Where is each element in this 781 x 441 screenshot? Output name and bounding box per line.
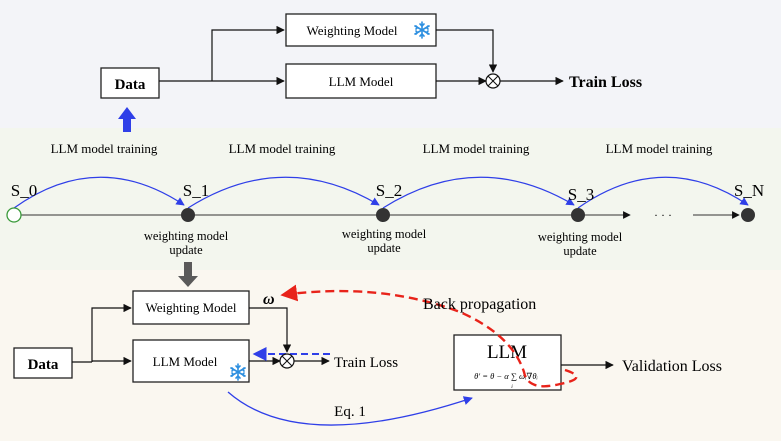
bottom-section: Data Weighting Model LLM Model ω Train L… — [13, 284, 722, 426]
state-node-0 — [6, 207, 22, 223]
state-label-n: S_N — [734, 181, 764, 200]
validation-loss-label: Validation Loss — [622, 358, 722, 375]
state-node-3 — [571, 208, 585, 222]
data-to-weighting-arrow — [211, 25, 285, 81]
training-arc-label-1: LLM model training — [51, 141, 158, 156]
eq1-arc — [227, 391, 473, 426]
top-weighting-model-label: Weighting Model — [306, 23, 397, 38]
training-arc-label-4: LLM model training — [606, 141, 713, 156]
llm-update-box — [453, 334, 562, 391]
top-weighting-model-box — [285, 13, 437, 47]
top-multiply-icon — [485, 73, 501, 89]
training-arc-1 — [13, 176, 185, 209]
state-label-1: S_1 — [183, 181, 209, 200]
bottom-llm-model-box — [132, 339, 250, 383]
top-train-loss-label: Train Loss — [569, 74, 642, 91]
eq1-label: Eq. 1 — [334, 404, 366, 420]
bottom-weighting-model-label: Weighting Model — [145, 300, 236, 315]
training-arc-4 — [577, 176, 749, 209]
state-label-2: S_2 — [376, 181, 402, 200]
bottom-weighting-model-box — [132, 290, 250, 325]
update-formula-index: i — [511, 384, 513, 390]
state-node-n — [741, 208, 755, 222]
timeline-ellipsis: · · · — [654, 208, 672, 222]
state-node-1 — [181, 208, 195, 222]
bottom-train-loss-label: Train Loss — [334, 355, 398, 371]
top-llm-model-label: LLM Model — [329, 74, 394, 89]
back-propagation-arrow — [280, 284, 578, 388]
omega-label: ω — [263, 291, 275, 308]
bottom-band — [0, 270, 781, 441]
top-data-label: Data — [115, 77, 146, 93]
update-label-1-line2: update — [169, 243, 203, 257]
update-formula: θ′ = θ − α ∑ ωᵢ∇θᵢ — [474, 371, 538, 381]
update-label-2-line2: update — [367, 241, 401, 255]
state-label-3: S_3 — [568, 185, 594, 204]
state-label-0: S_0 — [11, 181, 37, 200]
top-data-box — [100, 67, 160, 99]
training-arc-3 — [382, 176, 575, 209]
bottom-data-box — [13, 347, 73, 379]
llm-update-label: LLM — [487, 342, 527, 363]
training-arc-2 — [187, 176, 380, 209]
training-arc-label-3: LLM model training — [423, 141, 530, 156]
weighting-to-mult-arrow — [436, 29, 498, 73]
bottom-multiply-icon — [279, 353, 295, 369]
back-propagation-label: Back propagation — [423, 296, 536, 313]
state-node-2 — [376, 208, 390, 222]
training-arc-label-2: LLM model training — [229, 141, 336, 156]
bottom-llm-model-label: LLM Model — [153, 354, 218, 369]
bottom-weighting-to-mult-arrow — [249, 307, 292, 353]
bottom-data-to-weighting-arrow — [91, 303, 132, 362]
timeline-section: LLM model training LLM model training LL… — [6, 141, 764, 287]
grey-down-arrow-icon — [178, 262, 198, 287]
bottom-data-label: Data — [28, 357, 59, 373]
update-label-3-line1: weighting model — [538, 230, 623, 244]
update-label-1-line1: weighting model — [144, 229, 229, 243]
update-label-2-line1: weighting model — [342, 227, 427, 241]
blue-up-arrow-icon — [118, 107, 136, 132]
top-section: Data Weighting Model LLM Model Train Los… — [100, 13, 642, 132]
update-label-3-line2: update — [563, 244, 597, 258]
middle-band — [0, 128, 781, 270]
